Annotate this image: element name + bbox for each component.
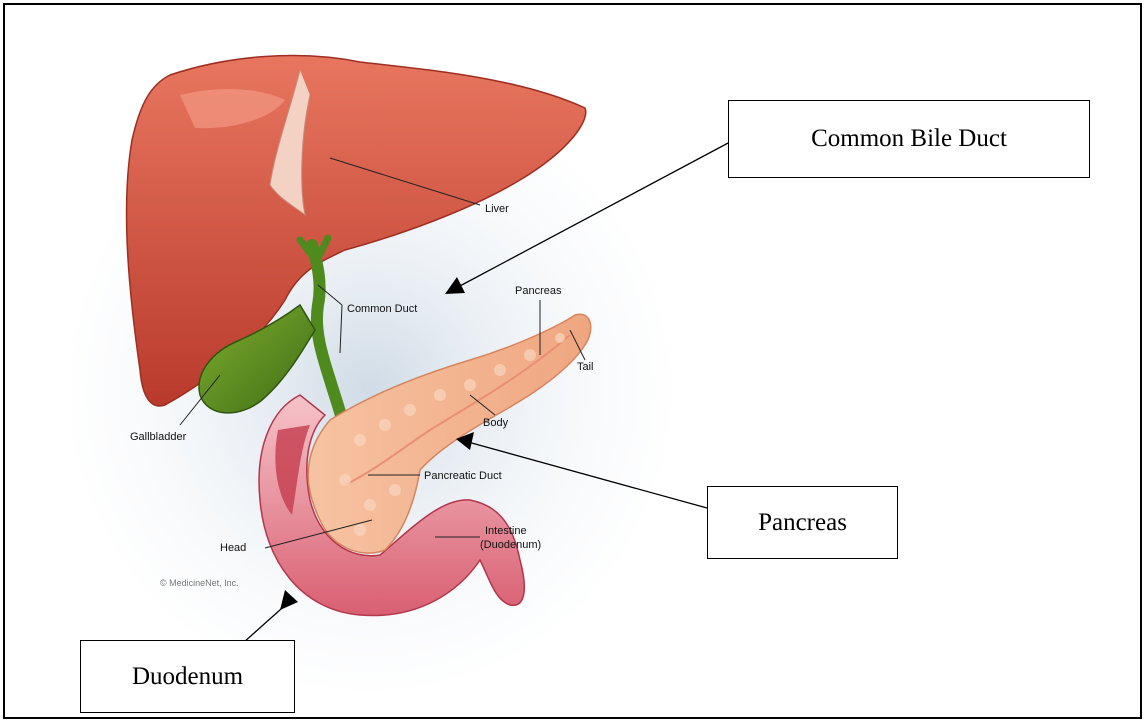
tail-label: Tail [577,361,594,373]
intestine-label: Intestine [485,525,527,537]
pancreatic-duct-label: Pancreatic Duct [424,470,502,482]
duodenum-callout: Duodenum [80,640,295,713]
common-bile-duct-callout: Common Bile Duct [728,100,1090,178]
liver-label: Liver [485,203,509,215]
common-duct-label: Common Duct [347,303,417,315]
pancreas-callout: Pancreas [707,486,898,559]
body-label: Body [483,417,509,429]
head-label: Head [220,542,246,554]
pancreas-small-label: Pancreas [515,285,562,297]
gallbladder-label: Gallbladder [130,431,187,443]
copyright-text: © MedicineNet, Inc. [160,578,239,588]
duodenum-small-label: (Duodenum) [480,539,541,551]
